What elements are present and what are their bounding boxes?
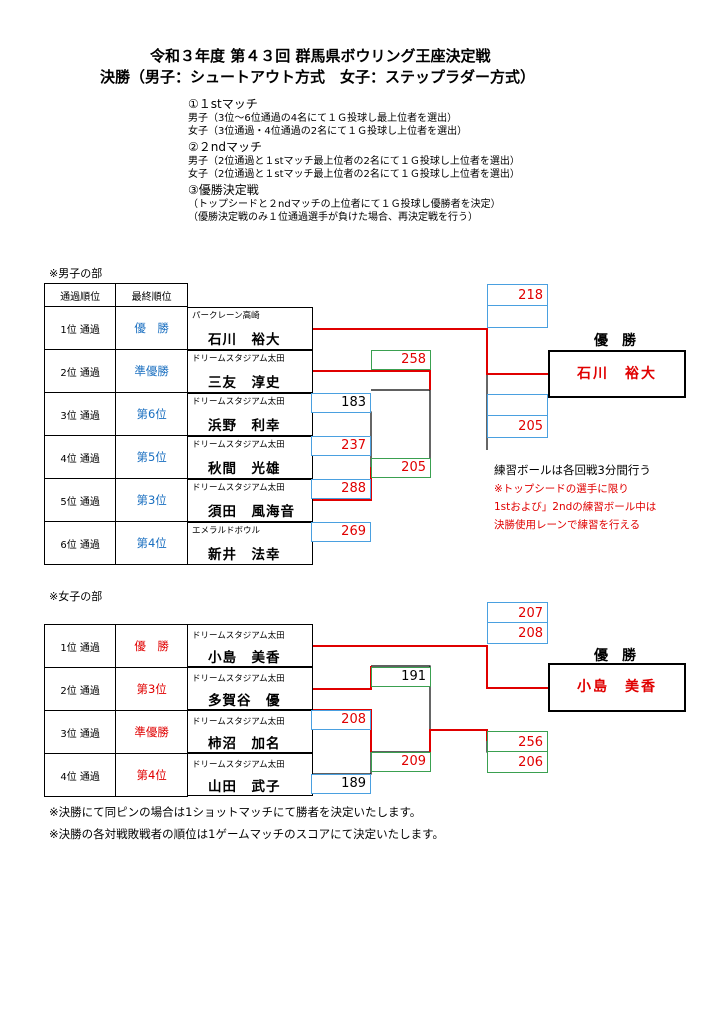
men-final: 第5位 [115, 435, 188, 479]
men-pass: 5位 通過 [43, 478, 117, 522]
rule-first-match-women: 女子（3位通過・4位通過の2名にて１Ｇ投球し上位者を選出） [188, 126, 468, 138]
men-player-box: ドリームスタジアム太田 三友 淳史 [187, 350, 313, 393]
men-col-pass: 通過順位 [43, 283, 117, 307]
men-champion-box: 石川 裕大 [548, 350, 686, 398]
women-r3-score: 206 [487, 752, 548, 773]
rule-first-match: ①１stマッチ [188, 97, 258, 111]
men-final: 第3位 [115, 478, 188, 522]
women-final: 第4位 [115, 753, 188, 797]
men-final-score-blank [487, 306, 548, 328]
men-r1-score: 237 [311, 436, 371, 456]
men-final-score-blank [487, 394, 548, 416]
player-team: ドリームスタジアム太田 [192, 760, 285, 770]
player-team: ドリームスタジアム太田 [192, 440, 285, 450]
women-final-score: 208 [487, 623, 548, 644]
men-final: 準優勝 [115, 349, 188, 393]
men-final-score: 205 [487, 416, 548, 438]
top-seed-note: 決勝使用レーンで練習を行える [494, 519, 641, 531]
women-pass: 1位 通過 [43, 624, 117, 668]
player-team: パークレーン高崎 [192, 311, 260, 321]
men-champion-label: 優 勝 [594, 333, 636, 349]
women-r1-score: 208 [311, 710, 371, 730]
player-team: ドリームスタジアム太田 [192, 354, 285, 364]
rule-first-match-men: 男子（3位～6位通過の4名にて１Ｇ投球し最上位者を選出） [188, 113, 458, 124]
men-note-block: 練習ボールは各回戦3分間行う ※トップシードの選手に限り 1stおよび」2ndの… [494, 462, 656, 533]
rule-final-b: （優勝決定戦のみ１位通過選手が負けた場合、再決定戦を行う） [188, 212, 478, 224]
women-champion-label: 優 勝 [594, 648, 636, 664]
men-r2-score: 258 [371, 350, 431, 370]
women-final-score: 207 [487, 602, 548, 623]
women-pass: 3位 通過 [43, 710, 117, 754]
women-final: 第3位 [115, 667, 188, 711]
player-team: ドリームスタジアム太田 [192, 674, 285, 684]
player-name: 小島 美香 [208, 650, 281, 666]
men-r1-score: 183 [311, 393, 371, 413]
player-name: 新井 法幸 [208, 547, 281, 563]
rule-second-match-women: 女子（2位通過と１stマッチ最上位者の2名にて１Ｇ投球し上位者を選出） [188, 169, 520, 181]
men-player-box: ドリームスタジアム太田 秋間 光雄 [187, 436, 313, 479]
women-champion-box: 小島 美香 [548, 663, 686, 712]
men-player-box: ドリームスタジアム太田 浜野 利幸 [187, 393, 313, 436]
men-section-label: ※男子の部 [49, 267, 103, 280]
title-line-1: 令和３年度 第４３回 群馬県ボウリング王座決定戦 [150, 47, 491, 65]
men-final: 優 勝 [115, 306, 188, 350]
player-name: 秋間 光雄 [208, 461, 281, 477]
women-player-box: ドリームスタジアム太田 山田 武子 [187, 753, 313, 796]
player-name: 柿沼 加名 [208, 736, 281, 752]
women-r2-score: 191 [371, 667, 431, 687]
men-player-box: エメラルドボウル 新井 法幸 [187, 522, 313, 565]
player-name: 三友 淳史 [208, 375, 281, 391]
footer-note-ranking: ※決勝の各対戦敗戦者の順位は1ゲームマッチのスコアにて決定いたします。 [49, 827, 444, 841]
rule-second-match: ②２ndマッチ [188, 139, 262, 154]
men-r2-score: 205 [371, 458, 431, 478]
rule-final: ③優勝決定戦 [188, 182, 259, 197]
men-final-score: 218 [487, 284, 548, 306]
footer-note-tie: ※決勝にて同ピンの場合は1ショットマッチにて勝者を決定いたします。 [49, 805, 422, 819]
women-pass: 2位 通過 [43, 667, 117, 711]
player-name: 石川 裕大 [208, 332, 281, 348]
women-player-box: ドリームスタジアム太田 柿沼 加名 [187, 710, 313, 753]
player-name: 須田 風海音 [208, 504, 295, 520]
player-team: エメラルドボウル [192, 526, 261, 536]
player-name: 多賀谷 優 [208, 693, 281, 709]
player-name: 山田 武子 [208, 779, 281, 795]
women-section-label: ※女子の部 [49, 590, 103, 603]
player-name: 浜野 利幸 [208, 418, 281, 434]
rules-block: ①１stマッチ 男子（3位～6位通過の4名にて１Ｇ投球し最上位者を選出） 女子（… [188, 96, 520, 224]
practice-note: 練習ボールは各回戦3分間行う [494, 463, 651, 477]
men-pass: 1位 通過 [43, 306, 117, 350]
women-r1-score: 189 [311, 774, 371, 794]
men-player-box: パークレーン高崎 石川 裕大 [187, 307, 313, 350]
women-player-box: ドリームスタジアム太田 多賀谷 優 [187, 667, 313, 710]
women-player-box: ドリームスタジアム太田 小島 美香 [187, 624, 313, 667]
top-seed-note: 1stおよび」2ndの練習ボール中は [494, 501, 657, 513]
player-team: ドリームスタジアム太田 [192, 631, 285, 641]
men-r1-score: 269 [311, 522, 371, 542]
title-line-2: 決勝（男子：シュートアウト方式 女子：ステップラダー方式） [100, 68, 536, 86]
women-pass: 4位 通過 [43, 753, 117, 797]
men-player-box: ドリームスタジアム太田 須田 風海音 [187, 479, 313, 522]
women-final: 準優勝 [115, 710, 188, 754]
player-team: ドリームスタジアム太田 [192, 397, 285, 407]
men-pass: 6位 通過 [43, 521, 117, 565]
women-r2-score: 209 [371, 752, 431, 772]
men-r1-score: 288 [311, 479, 371, 499]
men-final: 第4位 [115, 521, 188, 565]
rule-second-match-men: 男子（2位通過と１stマッチ最上位者の2名にて１Ｇ投球し上位者を選出） [188, 155, 520, 167]
top-seed-note: ※トップシードの選手に限り [494, 483, 629, 495]
women-r3-score: 256 [487, 731, 548, 752]
men-final: 第6位 [115, 392, 188, 436]
footer-notes: ※決勝にて同ピンの場合は1ショットマッチにて勝者を決定いたします。 ※決勝の各対… [49, 801, 444, 845]
player-team: ドリームスタジアム太田 [192, 483, 285, 493]
women-final: 優 勝 [115, 624, 188, 668]
men-table: 通過順位 最終順位 1位 通過優 勝 2位 通過準優勝 3位 通過第6位 4位 … [43, 283, 188, 565]
men-pass: 2位 通過 [43, 349, 117, 393]
women-table: 1位 通過優 勝 2位 通過第3位 3位 通過準優勝 4位 通過第4位 [43, 624, 188, 797]
player-team: ドリームスタジアム太田 [192, 717, 285, 727]
rule-final-a: （トップシードと２ndマッチの上位者にて１Ｇ投球し優勝者を決定） [188, 198, 501, 210]
